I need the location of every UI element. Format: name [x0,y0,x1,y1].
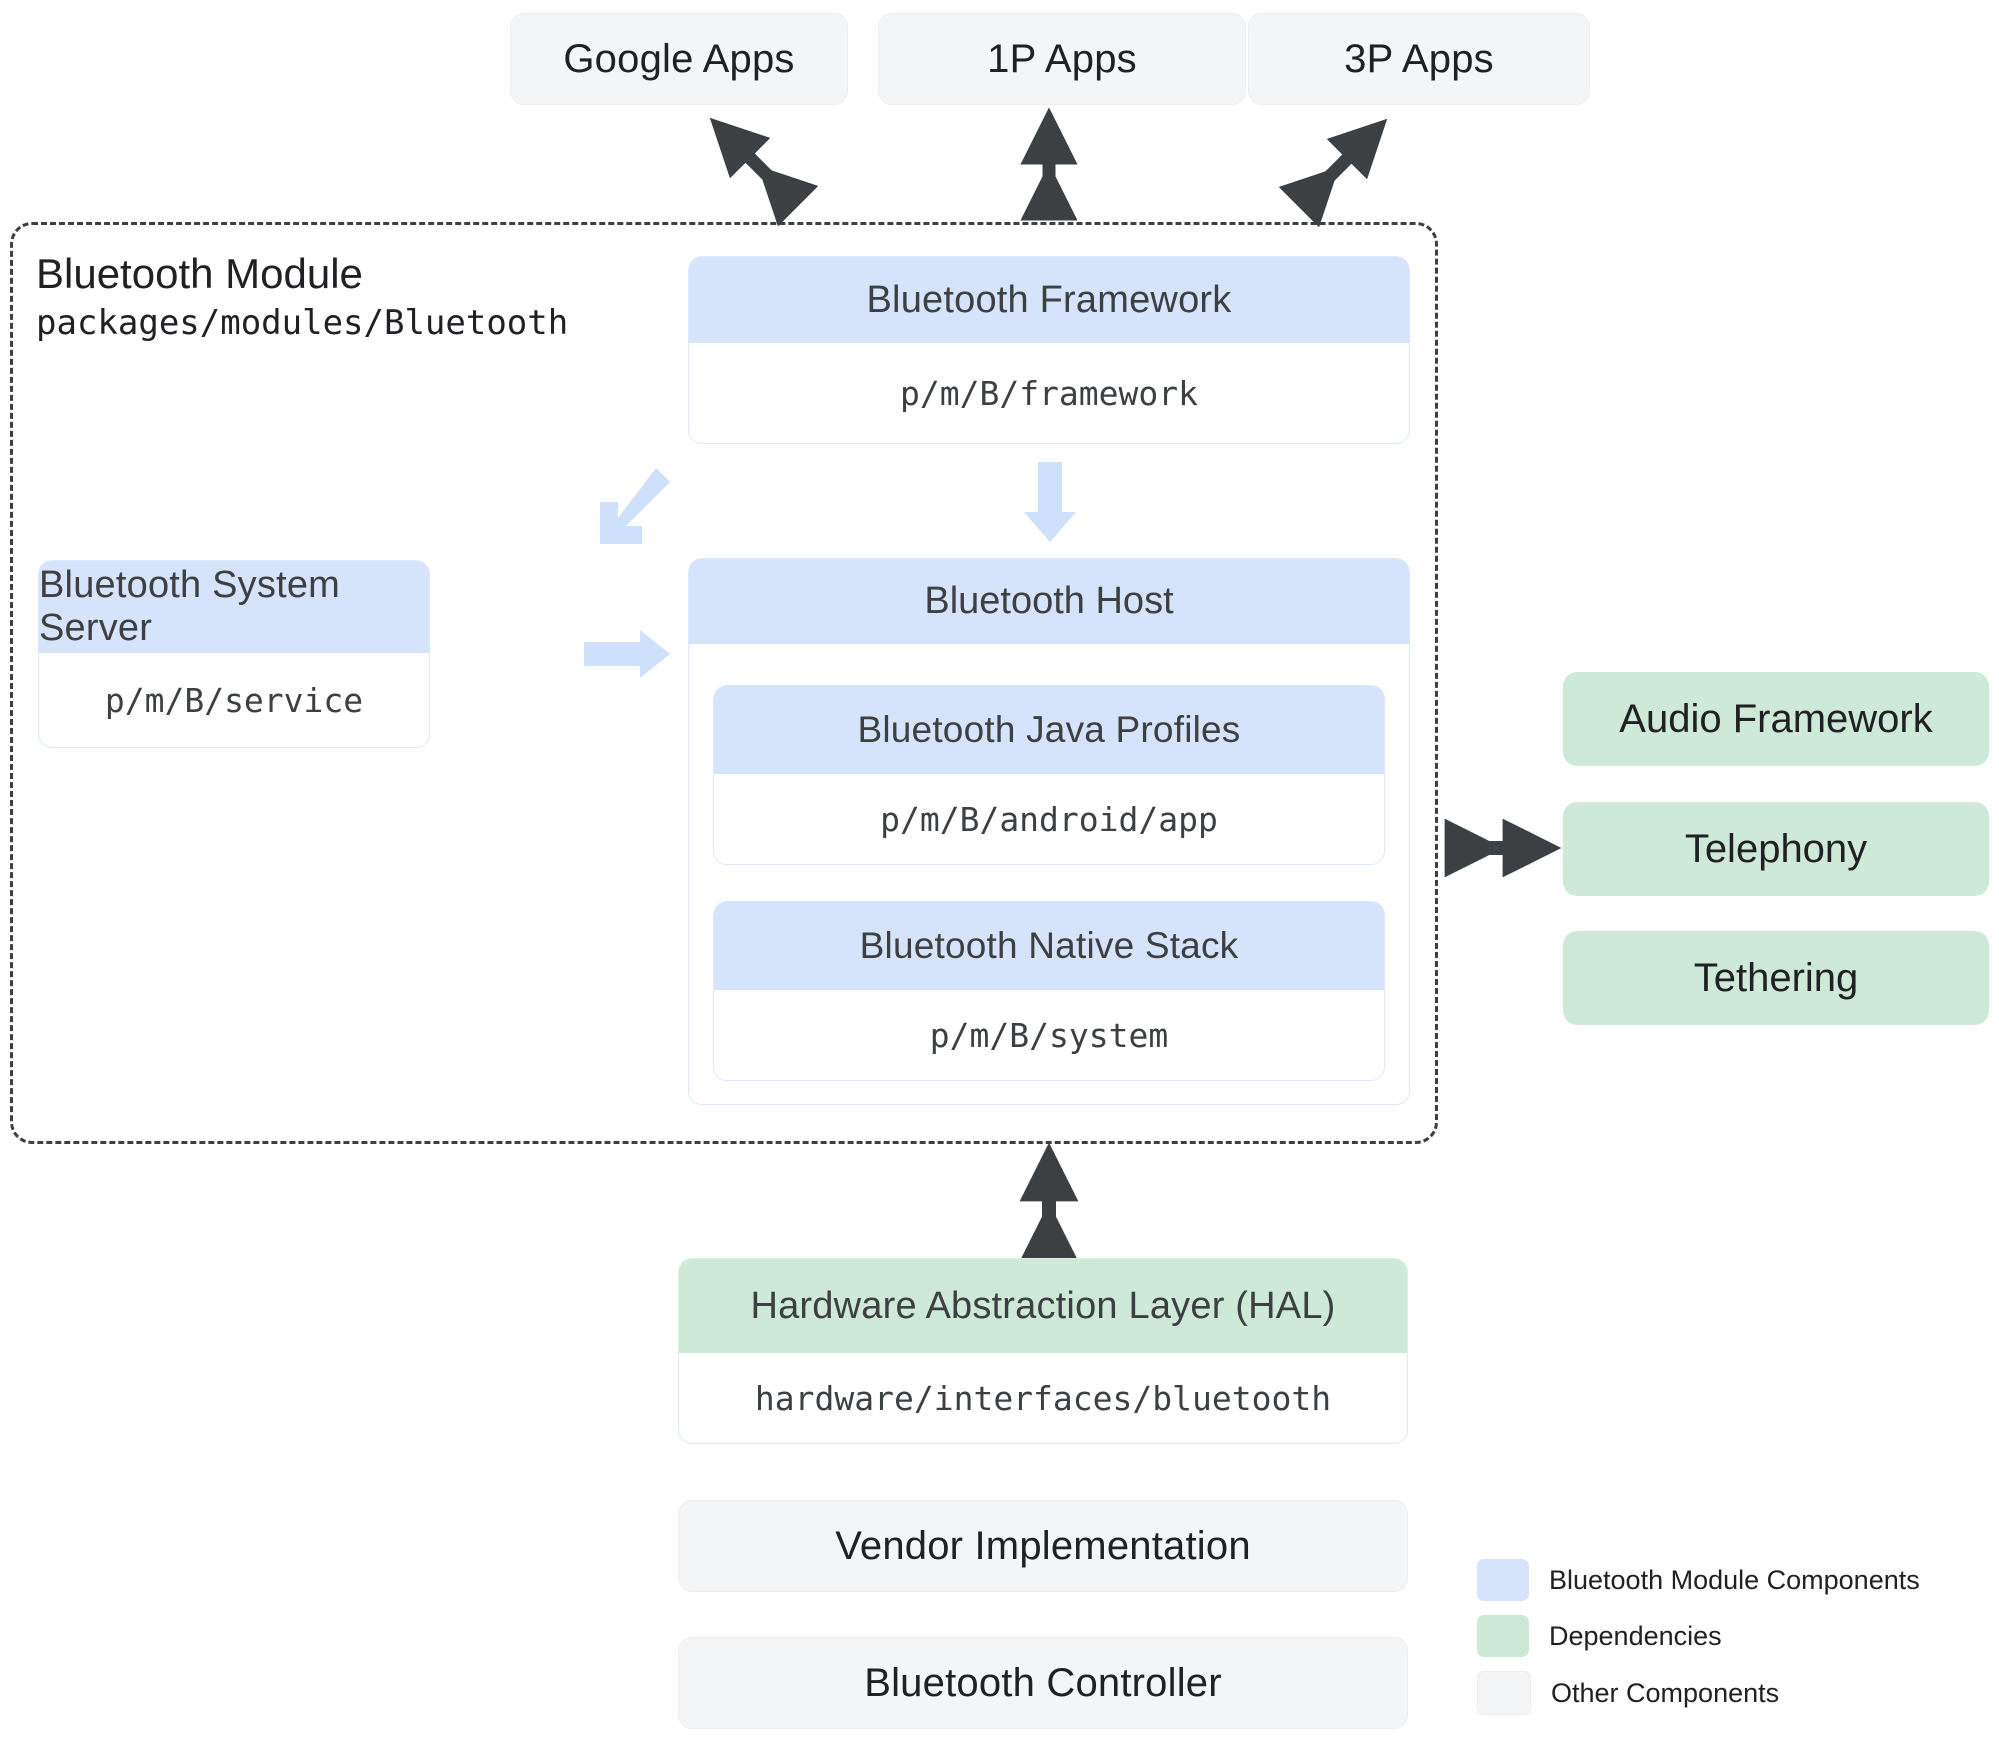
arrow-3p-apps-bidirectional [1278,118,1388,228]
card-path: p/m/B/framework [689,343,1409,443]
card-path: p/m/B/android/app [714,774,1384,864]
dependency-label: Audio Framework [1619,696,1933,741]
card-title: Bluetooth Host [689,559,1409,644]
bluetooth-module-container [10,222,1438,1144]
arrow-host-to-dependencies [1444,818,1562,878]
module-title: Bluetooth Module [36,250,363,297]
dependency-box-audio-framework[interactable]: Audio Framework [1563,672,1989,766]
legend: Bluetooth Module Components Dependencies… [1477,1559,1977,1715]
app-box-label: 1P Apps [987,36,1137,81]
legend-swatch-grey [1477,1671,1531,1715]
card-path: p/m/B/service [39,653,429,747]
dependency-box-tethering[interactable]: Tethering [1563,931,1989,1025]
legend-item-module-components: Bluetooth Module Components [1477,1559,1920,1601]
app-box-1p-apps[interactable]: 1P Apps [878,13,1246,105]
arrow-module-to-hal [1019,1142,1079,1262]
app-box-google-apps[interactable]: Google Apps [510,13,848,105]
card-bluetooth-framework[interactable]: Bluetooth Framework p/m/B/framework [688,256,1410,444]
card-title: Bluetooth Native Stack [714,902,1384,990]
legend-label: Other Components [1551,1677,1780,1708]
app-box-label: Google Apps [563,36,795,81]
box-label: Vendor Implementation [835,1523,1251,1568]
app-box-label: 3P Apps [1344,36,1494,81]
card-title: Bluetooth Framework [689,257,1409,343]
legend-label: Dependencies [1549,1620,1722,1651]
card-bluetooth-native-stack[interactable]: Bluetooth Native Stack p/m/B/system [713,901,1385,1081]
arrow-framework-to-host [1020,462,1080,544]
app-box-3p-apps[interactable]: 3P Apps [1248,13,1590,105]
card-hardware-abstraction-layer[interactable]: Hardware Abstraction Layer (HAL) hardwar… [678,1258,1408,1444]
card-title: Bluetooth Java Profiles [714,686,1384,774]
card-bluetooth-java-profiles[interactable]: Bluetooth Java Profiles p/m/B/android/ap… [713,685,1385,865]
dependency-box-telephony[interactable]: Telephony [1563,802,1989,896]
box-bluetooth-controller[interactable]: Bluetooth Controller [678,1637,1408,1729]
card-title: Hardware Abstraction Layer (HAL) [679,1259,1407,1353]
card-bluetooth-system-server[interactable]: Bluetooth System Server p/m/B/service [38,560,430,748]
dependency-label: Telephony [1684,826,1868,871]
card-path: hardware/interfaces/bluetooth [679,1353,1407,1443]
card-path: p/m/B/system [714,990,1384,1080]
arrow-system-server-to-host [584,628,672,680]
legend-item-dependencies: Dependencies [1477,1615,1722,1657]
box-label: Bluetooth Controller [864,1660,1222,1705]
dependency-label: Tethering [1693,955,1859,1000]
box-vendor-implementation[interactable]: Vendor Implementation [678,1500,1408,1592]
arrow-1p-apps-bidirectional [1020,107,1078,221]
legend-swatch-blue [1477,1559,1529,1601]
card-title: Bluetooth System Server [39,561,429,653]
arrow-framework-to-system-server [592,466,676,550]
legend-swatch-green [1477,1615,1529,1657]
legend-label: Bluetooth Module Components [1549,1564,1920,1595]
module-path: packages/modules/Bluetooth [36,303,569,343]
arrow-google-apps-bidirectional [709,117,819,227]
legend-item-other-components: Other Components [1477,1671,1779,1715]
